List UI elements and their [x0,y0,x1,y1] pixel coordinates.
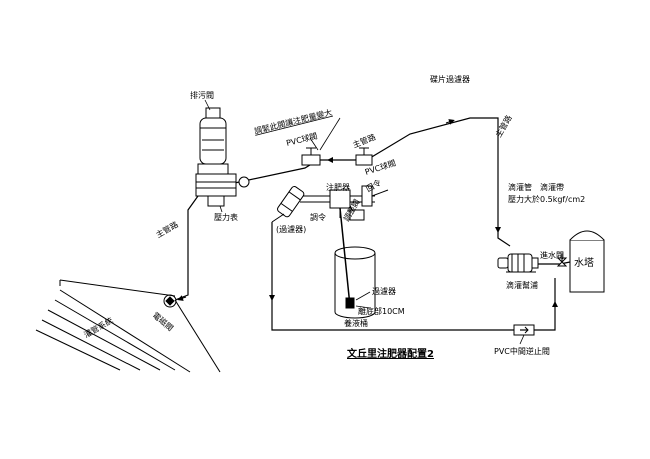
flow-arrows [177,119,558,312]
check-valve-label: PVC中間逆止閥 [494,346,550,356]
pressure-gauge-leader [219,205,223,213]
pvc-ball-valve-top [301,147,321,166]
inlet-valve [556,254,568,267]
diagram-labels: 排污閥 調緊此閥讓注肥量變大 PVC球閥 主管路 碟片過濾器 主管路 PVC球閥… [82,74,594,360]
water-tower [569,230,605,293]
suction-filter [271,186,305,223]
venturi-injector [300,185,389,221]
drip-pipe-label: 滴灌管 [508,182,532,192]
drip-pump [497,253,539,273]
nutrient-tank [334,207,376,319]
drain-valve-leader [204,99,211,111]
adjust-left-label: 調令 [310,212,326,222]
irrigation-field [35,279,221,373]
tank-bottom-label: 離底部10CM [358,306,405,316]
pvc-ball-valve-right [355,147,373,166]
tank-label: 養液桶 [344,318,368,328]
filter-paren-label: (過濾器) [276,224,306,234]
pressure-gauge-label: 壓力表 [214,212,238,222]
main-pipe-top-label: 主管路 [351,132,377,150]
check-valve-leader [519,334,525,345]
drip-tape-label: 滴灌帶 [540,182,564,192]
return-label: 回令 [364,177,383,194]
solenoid-valve [163,294,177,308]
main-pipe-right-label: 主管路 [493,113,514,139]
solenoid-label: 電磁閥 [151,310,176,333]
adjust-note-label: 調緊此閥讓注肥量變大 [253,107,333,136]
pvc-valve-top-label: PVC球閥 [285,131,318,148]
main-pipe-left-label: 主管路 [154,219,180,240]
pump-label: 滴灌幫浦 [506,280,538,290]
inlet-valve-label: 進水閥 [540,250,564,260]
pressure-note-label: 壓力大於0.5kgf/cm2 [508,194,585,204]
pvc-check-valve [513,324,535,336]
tank-bottom-leader [355,305,371,309]
adjust-note-leader-2 [319,117,341,151]
diagram-title: 文丘里注肥器配置2 [347,347,434,360]
disc-filter [195,107,250,207]
drain-valve-label: 排污閥 [190,90,214,100]
injector-label: 注肥器 [326,182,350,192]
water-tower-label: 水塔 [574,256,594,269]
disc-filter-label: 碟片過濾器 [430,74,470,84]
strainer-label: 過濾器 [372,286,396,296]
adjust-note-leader-1 [309,137,319,151]
strainer-leader [355,291,371,301]
